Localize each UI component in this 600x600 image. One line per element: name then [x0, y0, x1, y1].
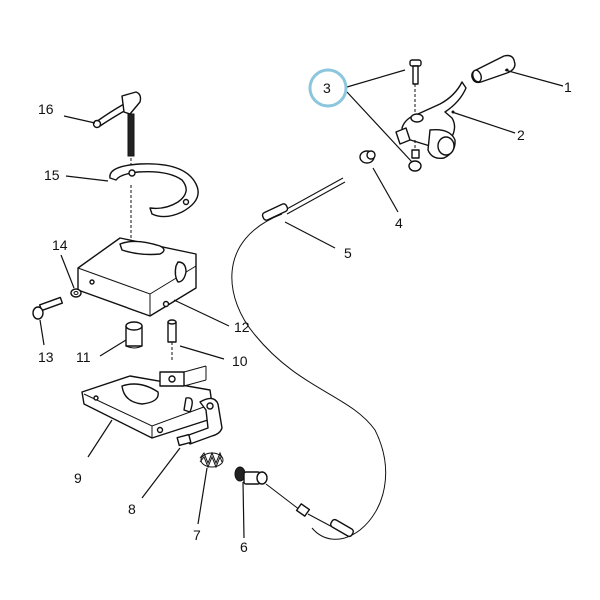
- slotted-plate: [109, 163, 199, 238]
- callout-14: 14: [52, 237, 68, 253]
- spring: [199, 451, 224, 469]
- callout-10: 10: [232, 353, 248, 369]
- callout-13: 13: [38, 349, 54, 365]
- callout-9: 9: [74, 470, 82, 486]
- lever: [395, 81, 467, 160]
- callout-5: 5: [344, 245, 352, 261]
- cable-end-fitting: [359, 150, 376, 164]
- callout-2: 2: [517, 127, 525, 143]
- callout-16: 16: [38, 101, 54, 117]
- small-block: [176, 433, 192, 447]
- lever-screws: [408, 59, 422, 172]
- housing-block: [77, 237, 197, 317]
- pin: [167, 319, 177, 362]
- callout-12: 12: [234, 319, 250, 335]
- callout-11: 11: [76, 349, 91, 365]
- callout-6: 6: [240, 539, 248, 555]
- base-bracket: [81, 365, 223, 445]
- callout-3: 3: [323, 80, 331, 96]
- callout-7: 7: [193, 527, 201, 543]
- cable: [231, 177, 387, 540]
- callout-3-highlight-ring: [308, 68, 348, 108]
- grip: [471, 54, 516, 84]
- callout-4: 4: [395, 215, 403, 231]
- bushing: [125, 321, 143, 349]
- bolt: [32, 296, 64, 320]
- callout-15: 15: [44, 167, 60, 183]
- cable-adjuster: [234, 466, 354, 538]
- leader-lines: [39, 68, 564, 539]
- callout-8: 8: [128, 501, 136, 517]
- callout-1: 1: [564, 79, 572, 95]
- washer: [70, 288, 82, 298]
- callouts: 1 2 3 4 5 6 7 8 9 10 11 12 13 14 15 16: [38, 68, 572, 555]
